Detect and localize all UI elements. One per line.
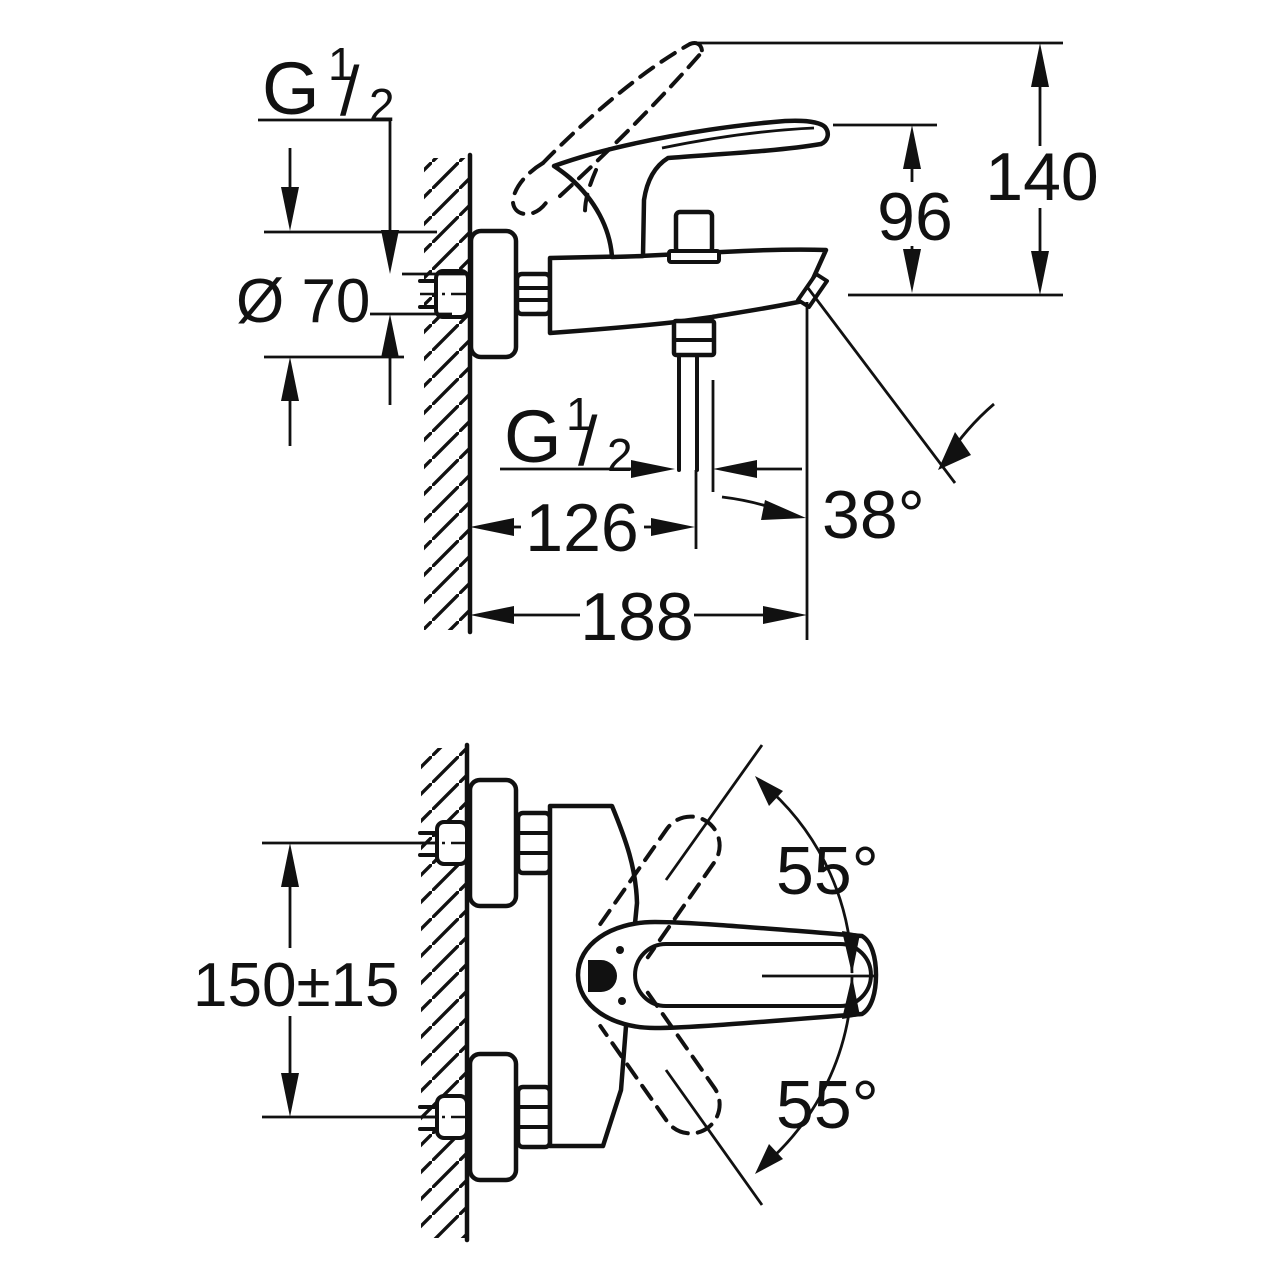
dimension-150: 150±15 — [193, 841, 436, 1119]
g12-wall-arrow-up — [381, 314, 399, 358]
front-top-escutcheon — [467, 777, 519, 909]
angle38-label: 38° — [822, 477, 925, 553]
dim126-arrow-right — [651, 518, 695, 536]
angle38-slant-line — [806, 287, 957, 484]
union-nut — [514, 271, 553, 317]
g12-hose-denominator: 2 — [607, 429, 633, 481]
raised-lever-top-edge — [541, 42, 692, 165]
dim96-arrow-down — [903, 249, 921, 293]
dimension-g12-hose: G 1 / 2 — [500, 380, 802, 492]
dim150-arrow-up — [281, 843, 299, 887]
angle55up-label: 55° — [776, 833, 879, 909]
angle55up-ext-line — [664, 744, 764, 881]
dimension-angle-38: 38° — [721, 287, 995, 640]
dim150-label: 150±15 — [193, 951, 399, 1020]
dim140-label: 140 — [985, 139, 1098, 215]
dimension-188: 188 — [470, 579, 807, 655]
angle38-arrow-left — [761, 500, 806, 520]
dim188-arrow-left — [470, 606, 514, 624]
angle55down-arrow-center — [842, 976, 860, 1019]
diverter-knob — [673, 209, 715, 255]
dimension-126: 126 — [470, 470, 698, 566]
lever-handle-edge-line — [661, 126, 815, 150]
aerator-outlet — [796, 272, 829, 309]
escutcheon — [468, 228, 519, 360]
dia70-arrow-down — [281, 187, 299, 231]
dimension-angle-55-down: 55° — [664, 976, 879, 1206]
raised-lever-collar — [583, 168, 598, 214]
lever-handle — [551, 118, 831, 260]
front-lever-dot-top — [616, 946, 624, 954]
angle55down-label: 55° — [776, 1067, 879, 1143]
g12-wall-arrow-down — [381, 230, 399, 274]
front-lever-indicator-dot — [588, 960, 617, 992]
dim126-arrow-left — [470, 518, 514, 536]
g12-hose-arrow-right — [631, 460, 675, 478]
dim140-arrow-up — [1031, 43, 1049, 87]
dim188-arrow-right — [763, 606, 807, 624]
mixer-body — [547, 247, 829, 336]
dim150-arrow-down — [281, 1073, 299, 1117]
raised-lever-bottom-edge — [558, 50, 704, 198]
dim188-label: 188 — [580, 579, 693, 655]
dimension-96: 96 — [833, 123, 953, 293]
diverter-knob-flange — [667, 249, 721, 264]
angle55down-arrow-outer — [755, 1144, 783, 1174]
dia70-arrow-up — [281, 357, 299, 401]
g12-hose-numerator: 1 — [566, 388, 592, 440]
dimension-g12-wall: G 1 / 2 — [258, 38, 468, 405]
front-bottom-union-nut — [515, 1084, 553, 1150]
angle38-arrow-right — [938, 432, 971, 470]
dia70-label: Ø 70 — [236, 267, 370, 336]
front-lever-dot-bottom — [618, 997, 626, 1005]
raised-lever-butt — [510, 161, 551, 217]
g12-wall-slash: / — [340, 52, 360, 130]
angle55down-ext-line — [664, 1069, 764, 1206]
wall-hatching — [424, 158, 470, 630]
g12-wall-numerator: 1 — [328, 38, 354, 90]
dim126-label: 126 — [525, 490, 638, 566]
angle55up-arrow-outer — [755, 776, 783, 806]
front-bottom-escutcheon — [467, 1051, 519, 1183]
dimension-angle-55-up: 55° — [664, 744, 879, 974]
dimension-140: 140 — [698, 41, 1099, 297]
g12-hose-arrow-left — [713, 460, 757, 478]
g12-hose-prefix: G — [504, 395, 562, 478]
g12-wall-prefix: G — [262, 47, 320, 130]
dim96-arrow-up — [903, 125, 921, 169]
front-lever-inner-line — [633, 942, 873, 1008]
front-top-union-nut — [515, 810, 553, 876]
angle55up-arrow-center — [842, 931, 860, 974]
dim140-arrow-down — [1031, 251, 1049, 295]
front-view: 150±15 55° 55° — [193, 742, 879, 1243]
dimension-dia70: Ø 70 — [236, 148, 437, 446]
dim96-label: 96 — [877, 179, 953, 255]
side-view: G 1 / 2 Ø 70 96 — [236, 38, 1099, 655]
g12-hose-slash: / — [578, 402, 598, 480]
